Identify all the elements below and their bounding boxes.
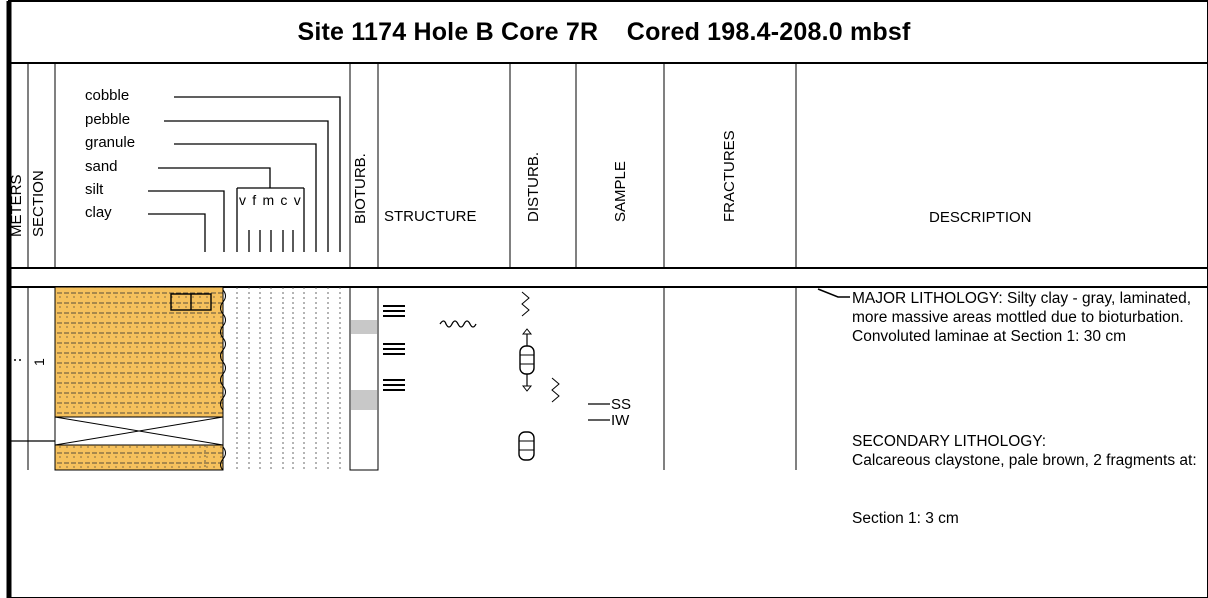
sample-label-iw: IW <box>611 412 630 429</box>
section-header: SECTION <box>30 170 47 237</box>
sample-header: SAMPLE <box>612 161 629 222</box>
section-number: 1 <box>31 358 47 366</box>
page-title: Site 1174 Hole B Core 7R Cored 198.4-208… <box>297 18 911 46</box>
grain-label-pebble: pebble <box>85 111 131 128</box>
grain-label-granule: granule <box>85 134 136 151</box>
meters-header: METERS <box>8 174 25 237</box>
description-secondary-text: Calcareous claystone, pale brown, 2 frag… <box>852 452 1197 469</box>
description-section-note: Section 1: 3 cm <box>852 510 959 527</box>
description-secondary-title: SECONDARY LITHOLOGY: <box>852 433 1047 450</box>
fractures-header: FRACTURES <box>721 130 738 222</box>
grain-label-clay: clay <box>85 204 112 221</box>
description-header: DESCRIPTION <box>929 209 1032 226</box>
grain-label-cobble: cobble <box>85 87 130 104</box>
grain-label-silt: silt <box>85 181 104 198</box>
structure-header: STRUCTURE <box>384 208 477 225</box>
bioturbation-header: BIOTURB. <box>352 153 369 224</box>
sand-subdivision-labels: v f m c v <box>239 192 302 208</box>
sample-label-ss: SS <box>611 396 632 413</box>
grain-label-sand: sand <box>85 158 118 175</box>
description-major-lithology: MAJOR LITHOLOGY: Silty clay - gray, lami… <box>852 290 1192 345</box>
disturbance-header: DISTURB. <box>525 151 542 222</box>
